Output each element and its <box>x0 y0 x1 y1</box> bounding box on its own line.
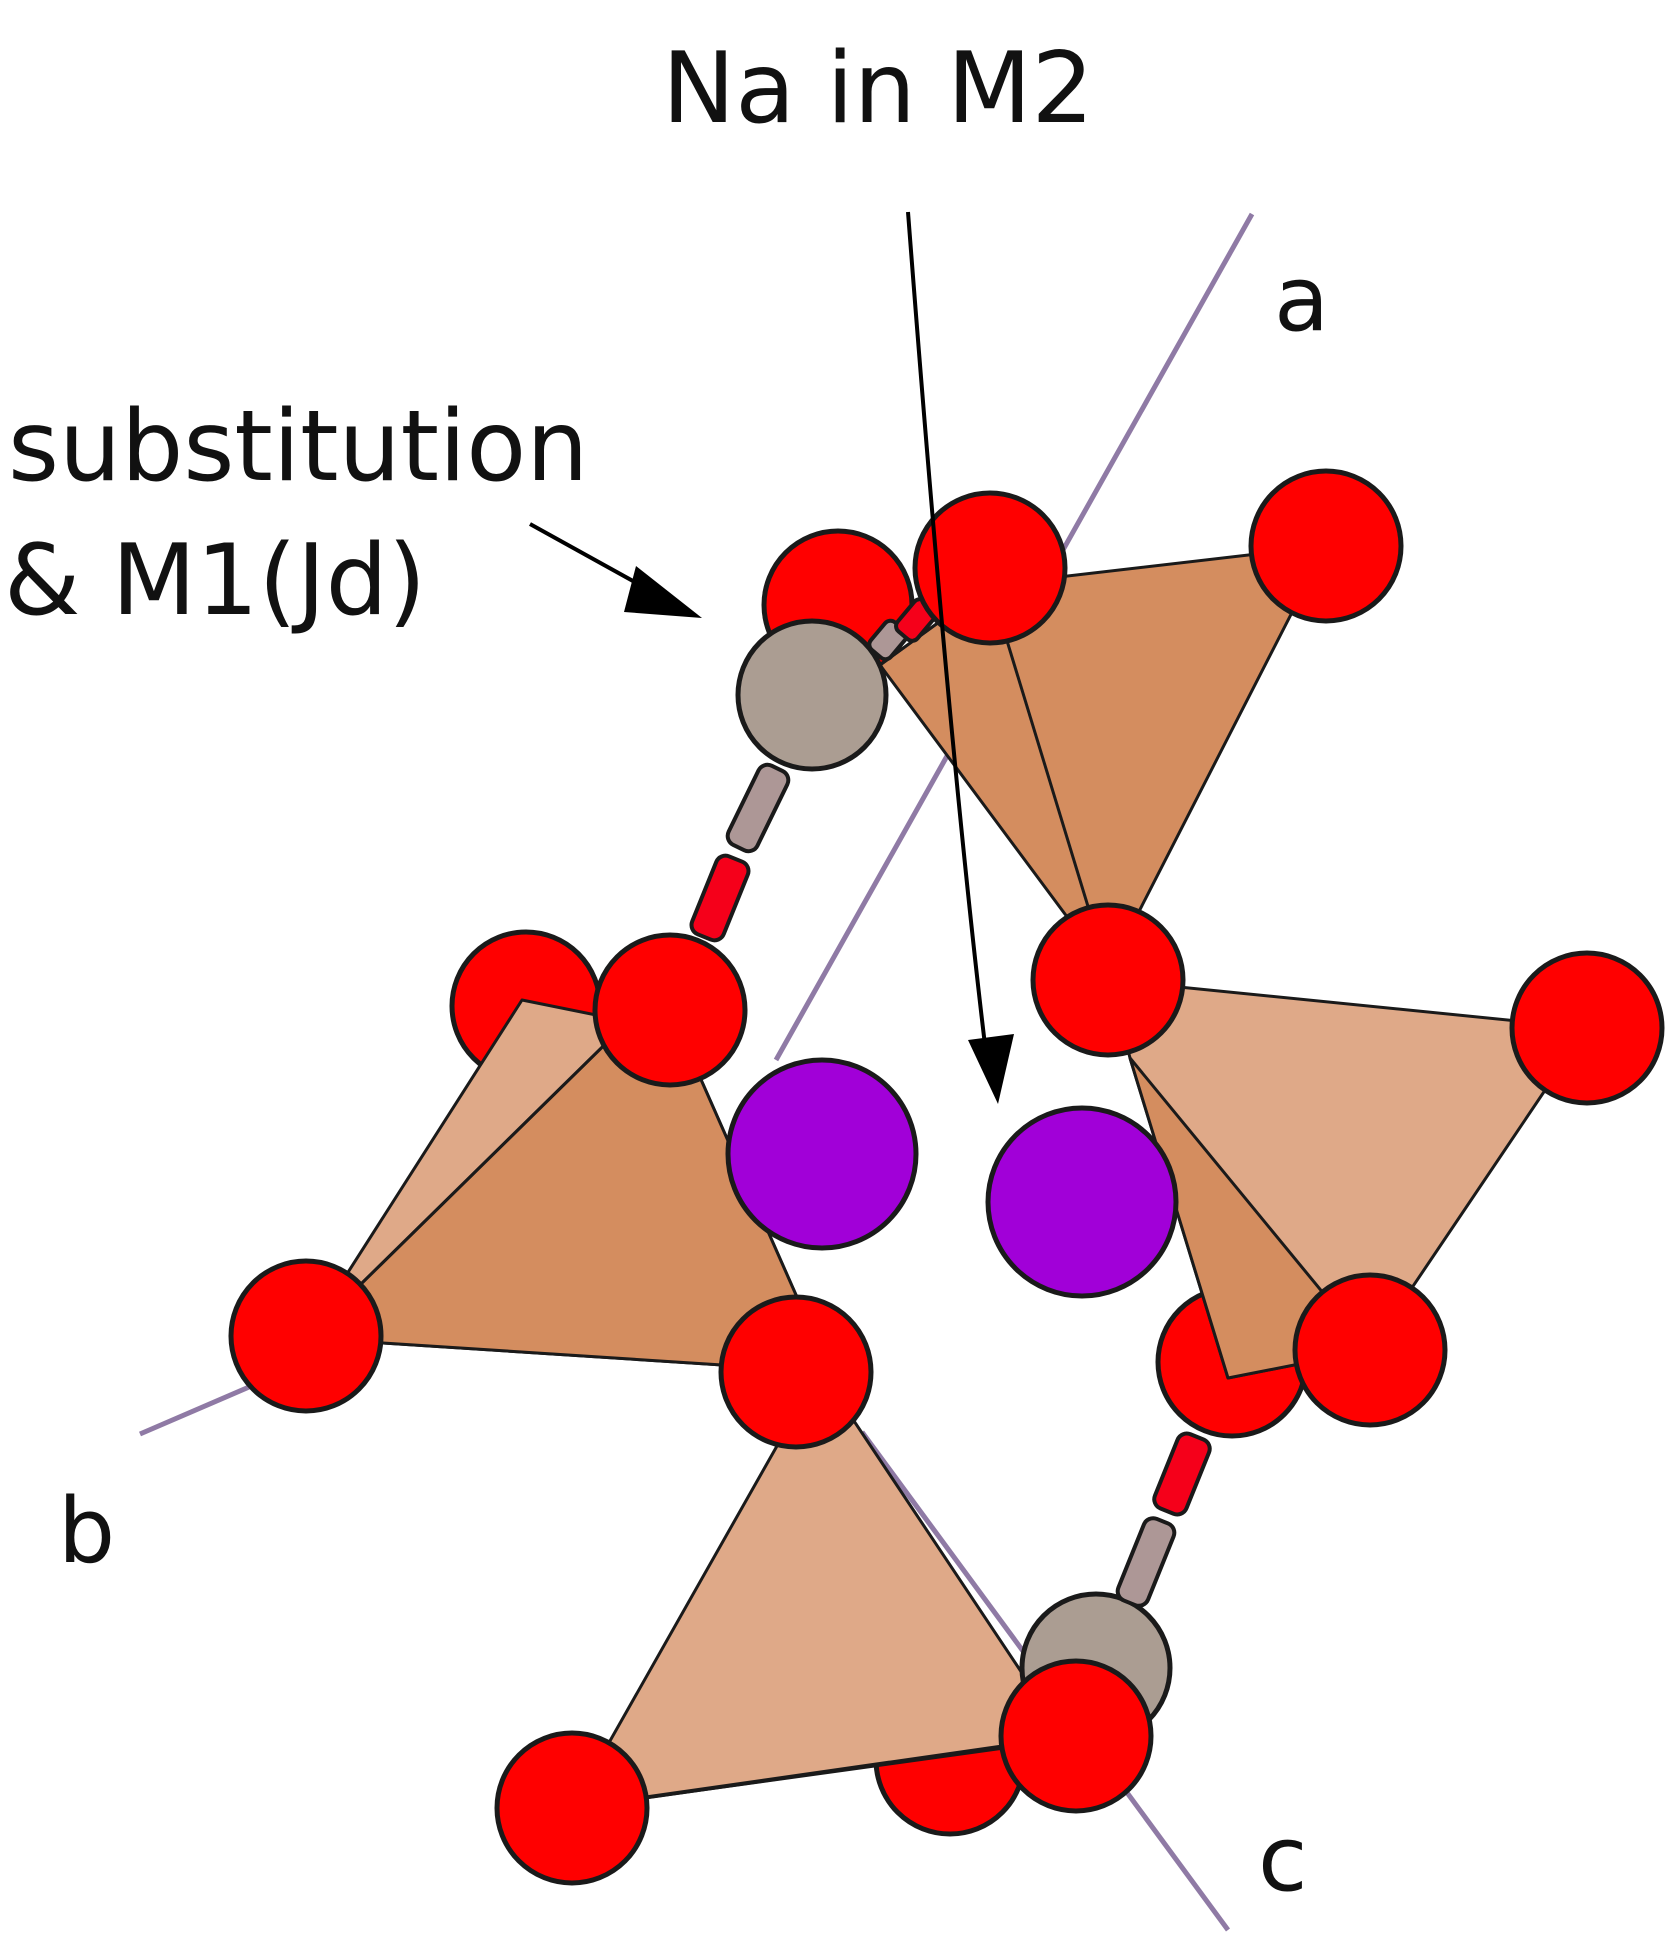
sodium-atom <box>985 1105 1179 1299</box>
m1-jd-label: & M1(Jd) <box>4 524 426 638</box>
oxygen-atom <box>592 932 748 1088</box>
oxygen-atom <box>998 1658 1154 1814</box>
bond-segment <box>1115 1516 1177 1608</box>
m1-cation <box>735 618 889 772</box>
axis-c-label: c <box>1258 1807 1307 1912</box>
oxygen-atom <box>228 1258 384 1414</box>
substitution-label: substitution <box>8 390 588 504</box>
oxygen-atom <box>912 490 1068 646</box>
oxygen-atom <box>718 1294 874 1450</box>
substitution-arrowhead <box>624 566 702 618</box>
oxygen-atom <box>494 1730 650 1886</box>
oxygen-atom <box>1030 902 1186 1058</box>
bond-segment <box>725 762 791 854</box>
oxygen-atom <box>1509 950 1665 1106</box>
na-pointer-arrow <box>906 211 990 1071</box>
na-in-m2-label: Na in M2 <box>662 32 1094 146</box>
tetrahedron-edge <box>571 1734 1077 1810</box>
bond-segment <box>689 853 751 943</box>
sodium-atom <box>725 1057 919 1251</box>
bond-segment <box>1152 1431 1212 1517</box>
oxygen-atom <box>1248 468 1404 624</box>
axis-b-label: b <box>58 1479 115 1584</box>
na-arrowhead <box>968 1034 1014 1104</box>
oxygen-atom <box>1292 1272 1448 1428</box>
axis-a-label: a <box>1274 247 1329 352</box>
